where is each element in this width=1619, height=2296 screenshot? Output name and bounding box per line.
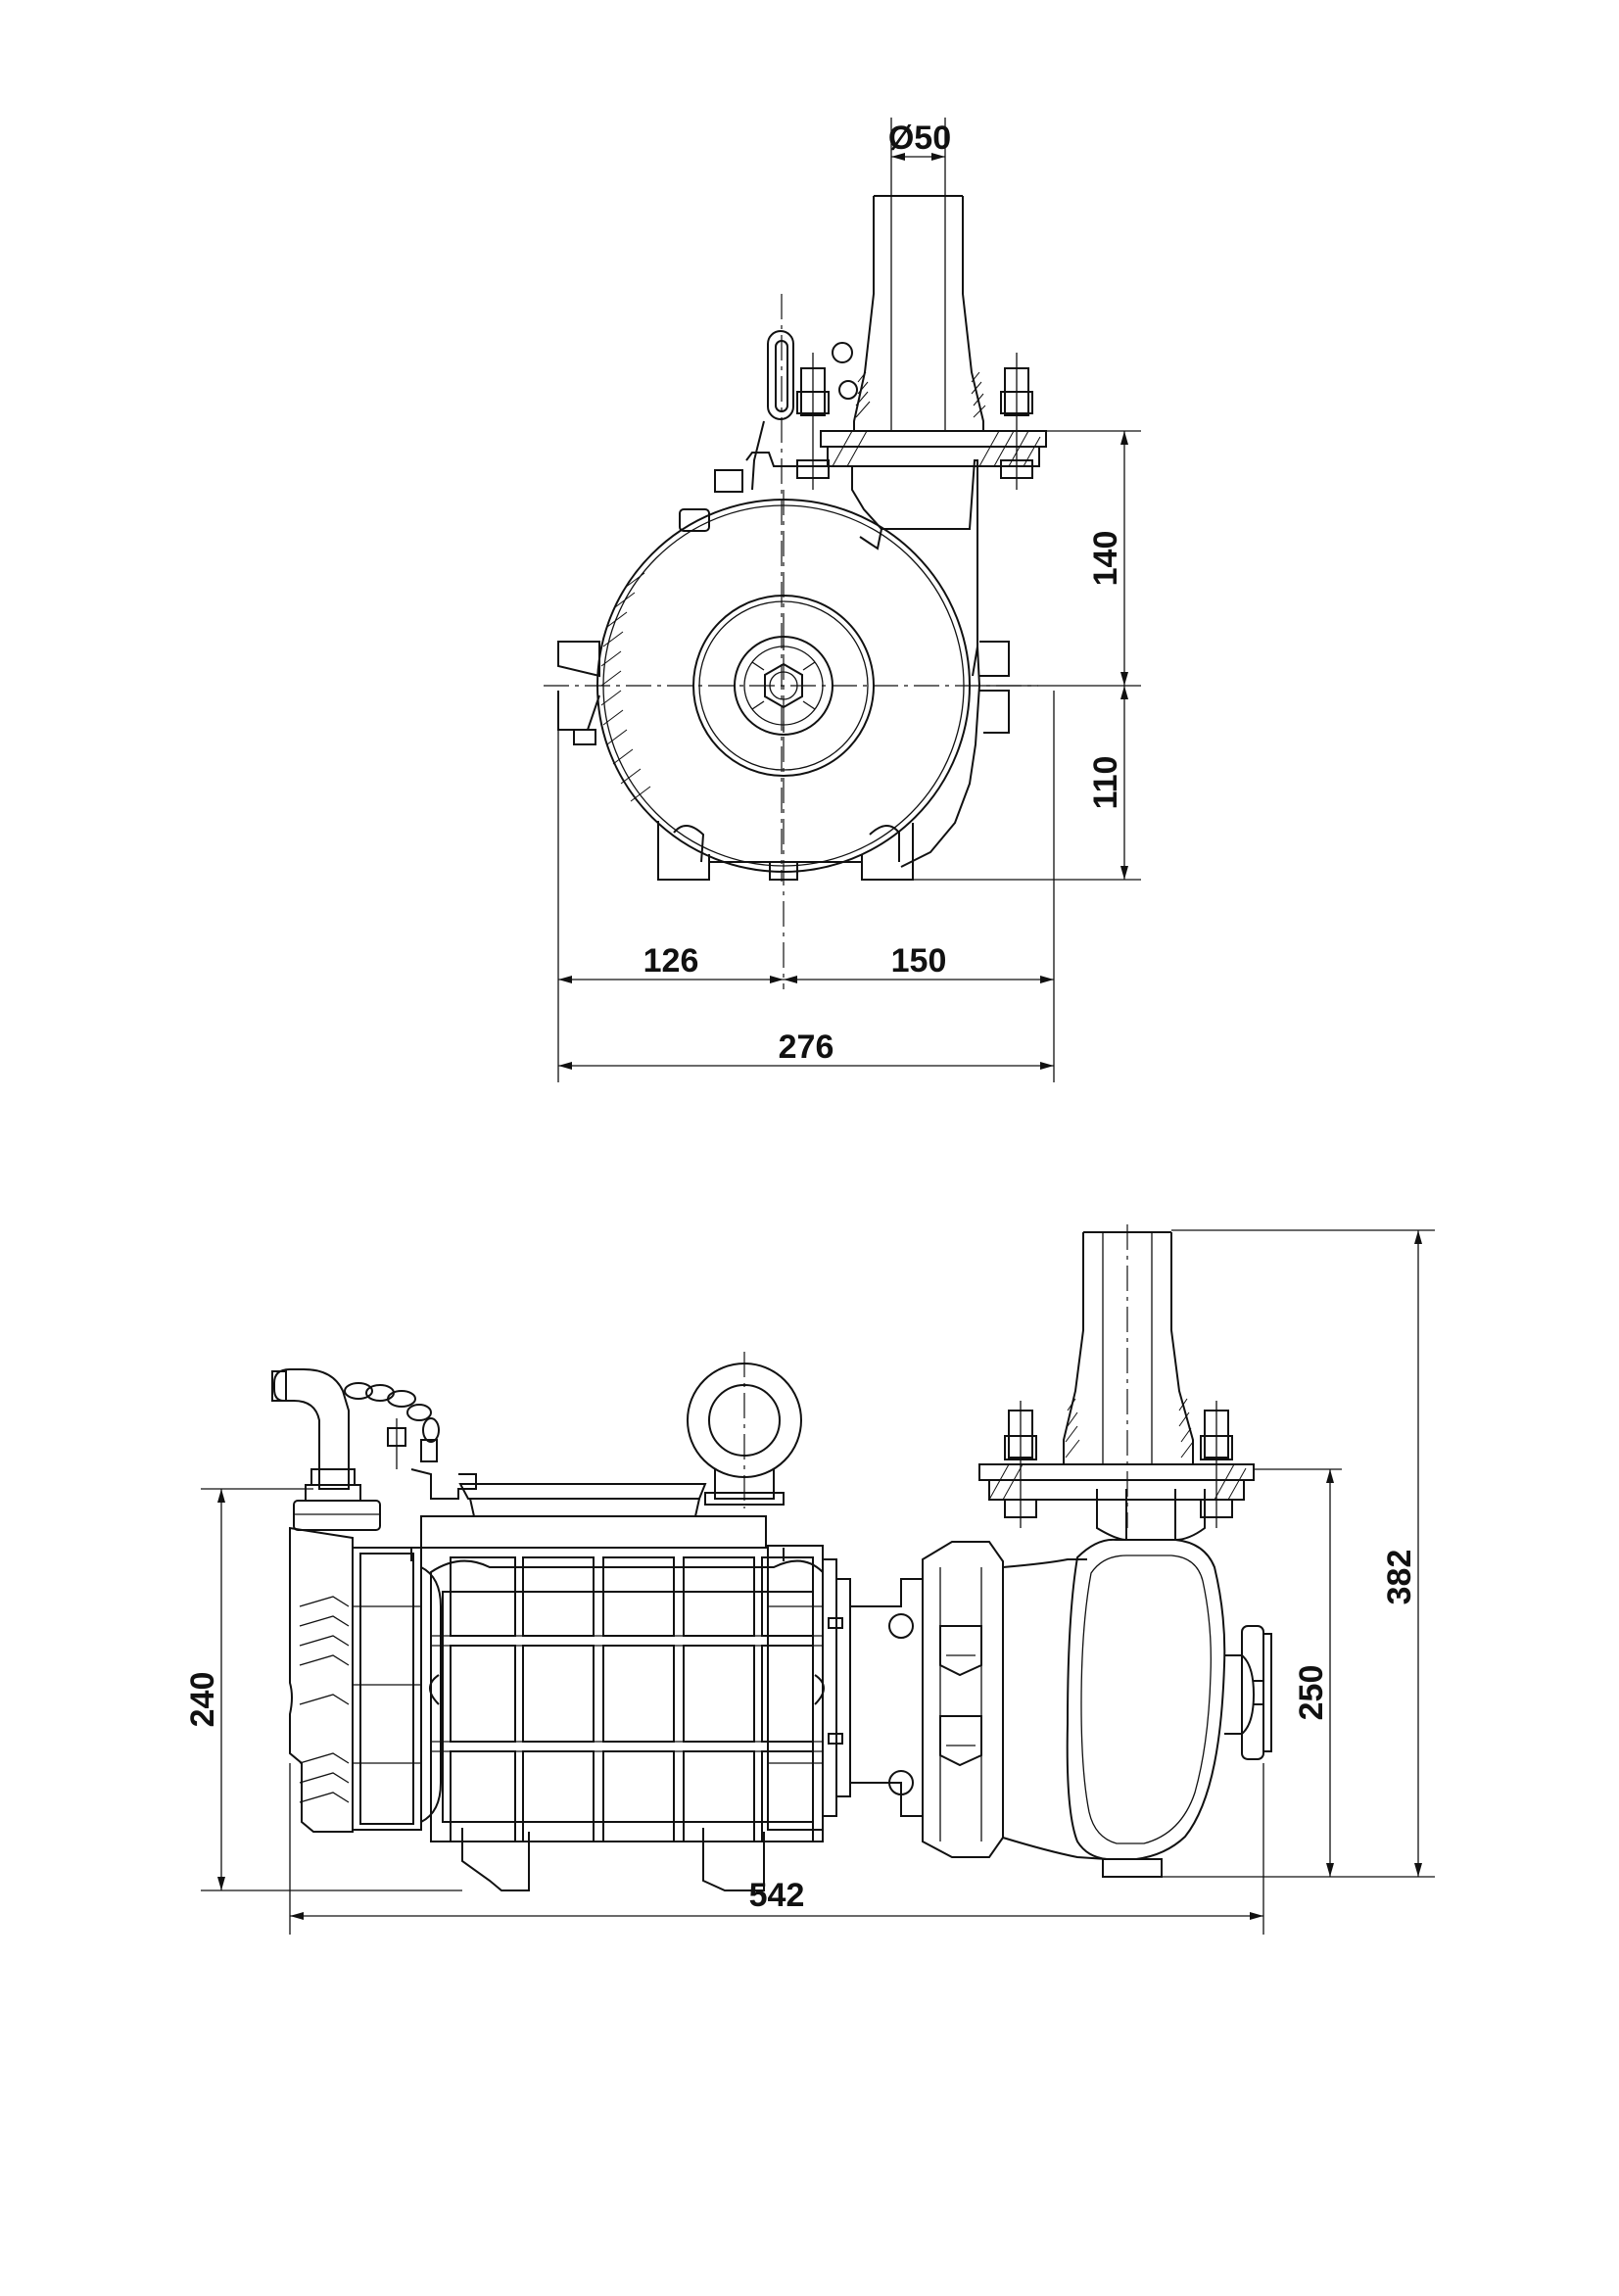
total-height-label: 382 <box>1381 1550 1418 1605</box>
dimension-total-height: 382 <box>1171 1229 1435 1878</box>
flange-bolt-right <box>1000 353 1033 490</box>
width-left-label: 126 <box>643 942 699 980</box>
dimension-width-left: 126 <box>557 691 1055 1082</box>
dimension-total-width: 276 <box>558 1028 1054 1070</box>
lifting-chain <box>344 1382 477 1500</box>
pump-volute <box>1066 1489 1272 1878</box>
lifting-handle <box>751 294 858 882</box>
motor-body <box>289 1526 851 1891</box>
height-above-label: 140 <box>1087 531 1124 587</box>
eye-bolt <box>687 1352 802 1508</box>
volute-height-label: 250 <box>1293 1665 1330 1721</box>
flange-bolt-left <box>796 353 830 490</box>
width-right-label: 150 <box>891 942 947 980</box>
side-view: 240 250 382 542 <box>184 1224 1435 1935</box>
dimension-outlet-diameter: Ø50 <box>888 118 951 196</box>
total-length-label: 542 <box>749 1877 805 1914</box>
dimension-width-right: 150 <box>784 942 1054 983</box>
dimension-total-length: 542 <box>289 1763 1264 1935</box>
motor-height-label: 240 <box>184 1672 221 1728</box>
discharge-pipe <box>853 195 986 431</box>
discharge-pipe-side <box>978 1224 1255 1528</box>
front-view: Ø50 140 110 126 150 276 <box>544 118 1141 1082</box>
dimension-motor-height: 240 <box>184 1488 462 1891</box>
dimension-volute-height: 250 <box>1162 1468 1342 1878</box>
cooling-fins-grid <box>431 1556 823 1842</box>
outlet-flange <box>820 430 1047 467</box>
dimension-height-above: 140 <box>979 430 1141 687</box>
height-below-label: 110 <box>1087 756 1124 810</box>
seal-housing <box>828 1578 924 1817</box>
dimension-height-below: 110 <box>913 686 1141 881</box>
total-width-label: 276 <box>779 1028 834 1066</box>
motor-top-cover <box>410 1483 785 1561</box>
volute-housing-side <box>922 1541 1108 1860</box>
outlet-diameter-label: Ø50 <box>888 120 951 157</box>
cable-gland <box>271 1368 381 1531</box>
